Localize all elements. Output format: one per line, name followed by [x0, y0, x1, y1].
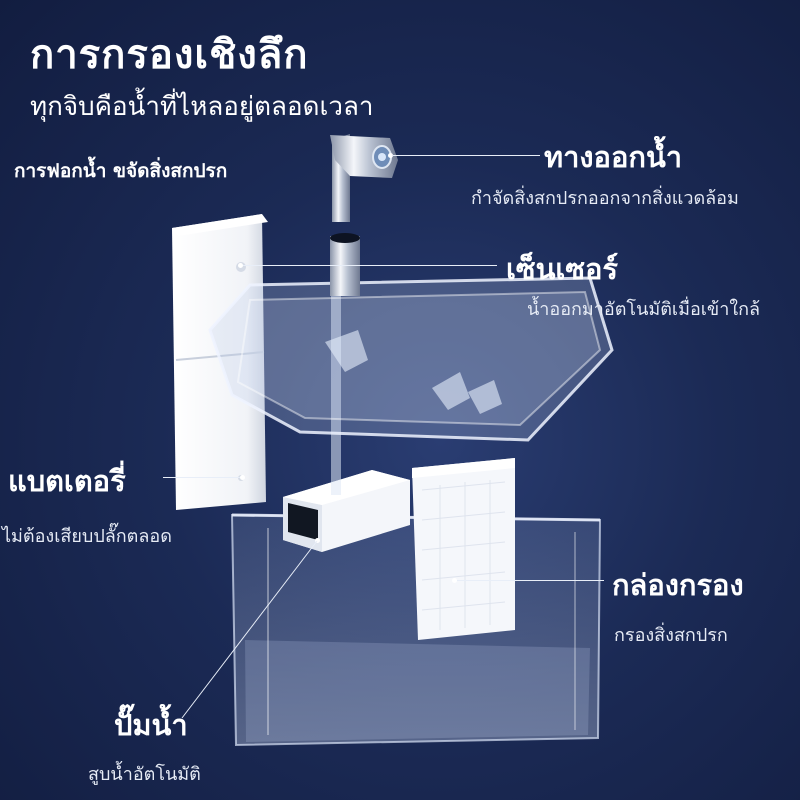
- sensor-pointer-dot: [238, 263, 243, 268]
- battery-pointer-dot: [240, 475, 245, 480]
- filter-box: [412, 458, 515, 640]
- pump-block: [283, 470, 410, 552]
- purify-caption: การฟอกน้ำ ขจัดสิ่งสกปรก: [14, 160, 228, 182]
- pump-title: ปั๊มน้ำ: [114, 708, 188, 742]
- battery-leader-line: [163, 477, 240, 478]
- outlet-pointer-dot: [388, 153, 393, 158]
- faucet: [330, 134, 398, 222]
- outlet-title: ทางออกน้ำ: [544, 140, 683, 174]
- water-tray: [208, 276, 614, 442]
- sensor-title: เซ็นเซอร์: [506, 252, 619, 286]
- page-title: การกรองเชิงลึก: [30, 32, 309, 78]
- pump-desc: สูบน้ำอัตโนมัติ: [88, 764, 201, 785]
- sensor-desc: น้ำออกมาอัตโนมัติเมื่อเข้าใกล้: [527, 299, 761, 320]
- sensor-neck: [330, 233, 360, 296]
- battery-title: แบตเตอรี่: [8, 464, 126, 498]
- filter-pointer-dot: [452, 578, 457, 583]
- filter-title: กล่องกรอง: [612, 568, 744, 602]
- filter-desc: กรองสิ่งสกปรก: [614, 625, 728, 646]
- pump-pointer-dot: [315, 538, 320, 543]
- page-subtitle: ทุกจิบคือน้ำที่ไหลอยู่ตลอดเวลา: [30, 92, 374, 122]
- sensor-leader-line: [243, 265, 497, 266]
- battery-desc: ไม่ต้องเสียบปลั๊กตลอด: [2, 526, 172, 547]
- outlet-desc: กำจัดสิ่งสกปรกออกจากสิ่งแวดล้อม: [471, 188, 739, 209]
- outlet-leader-line: [392, 155, 540, 156]
- filter-leader-line: [457, 580, 604, 581]
